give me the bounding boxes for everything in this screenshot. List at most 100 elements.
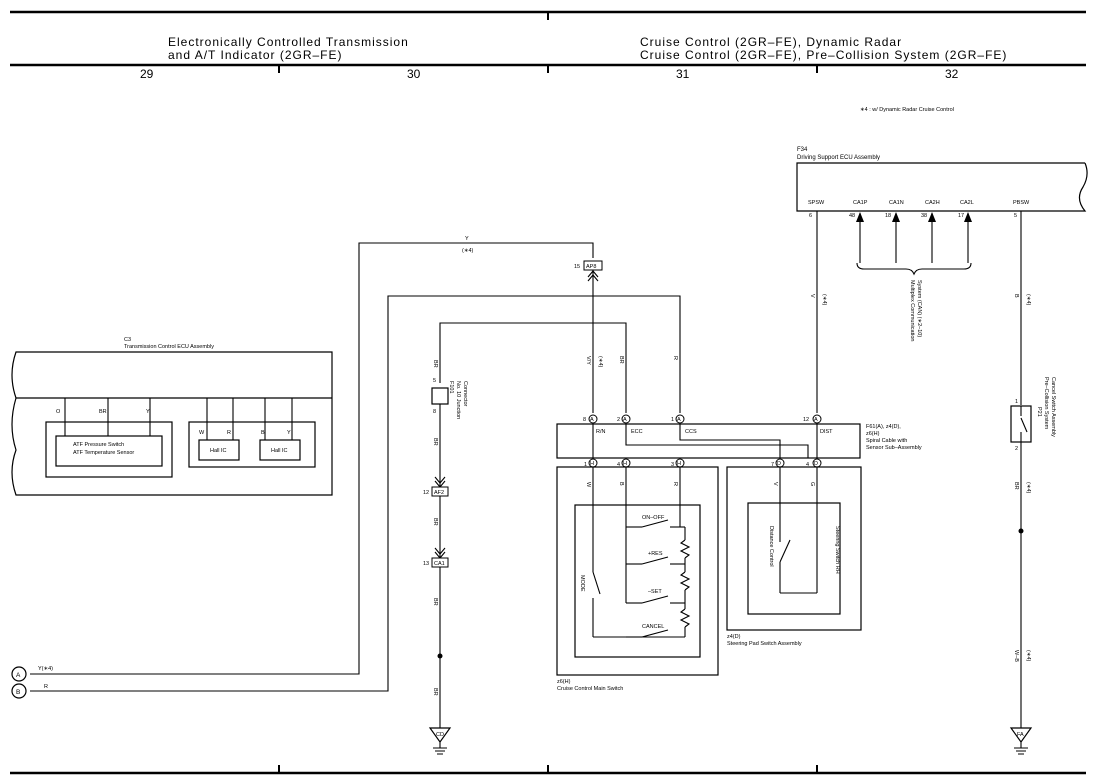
wire-label: (∗4)	[821, 294, 827, 305]
wire-label: R	[44, 684, 48, 690]
circ-h: H	[623, 461, 627, 467]
f61-line1: Spiral Cable with	[866, 438, 907, 444]
header-left-line1: Electronically Controlled Transmission	[168, 35, 409, 49]
ap8-code: AP8	[586, 264, 596, 270]
f34-pin: 17	[958, 213, 964, 219]
f61-top-pin: 1	[671, 417, 674, 423]
f34-pin: 18	[885, 213, 891, 219]
wire-label: BR	[432, 598, 438, 606]
f61-bottom-pin: 4	[617, 462, 620, 468]
header-right-line1: Cruise Control (2GR–FE), Dynamic Radar	[640, 35, 902, 49]
f61-term: ECC	[631, 429, 643, 435]
switch-label: +RES	[648, 551, 663, 557]
f101-pin-bottom: 8	[433, 409, 436, 415]
column-number: 32	[945, 67, 959, 81]
wire-label: Y(∗4)	[38, 666, 53, 672]
f61-term: CCS	[685, 429, 697, 435]
f61-top-pin: 8	[583, 417, 586, 423]
wire-label: B	[618, 482, 624, 486]
f34-pin: 48	[849, 213, 855, 219]
c3-pin: Y	[146, 409, 150, 415]
wire-label: V/Y	[585, 356, 591, 365]
wire-label: (∗4)	[462, 248, 473, 254]
wire-label: (∗4)	[597, 356, 603, 367]
column-number: 30	[407, 67, 421, 81]
c3-code: C3	[124, 337, 131, 343]
ap8-pin: 15	[574, 264, 580, 270]
mode-label: MODE	[579, 575, 585, 592]
f34-term: CA2L	[960, 200, 974, 206]
p21-code: P21	[1036, 407, 1042, 417]
column-number: 31	[676, 67, 690, 81]
f101-line2: Connector	[462, 381, 468, 407]
wire-label: W–B	[1013, 650, 1019, 662]
wire-label: BR	[1013, 482, 1019, 490]
z4-code: z4(D)	[727, 634, 741, 640]
wire-label: (∗4)	[1025, 650, 1031, 661]
f34-name: Driving Support ECU Assembly	[797, 155, 880, 161]
note-text: ∗4 : w/ Dynamic Radar Cruise Control	[860, 107, 954, 113]
multiplex-line2: System (CAN) (∗2–10)	[916, 280, 922, 337]
c3-pin: W	[199, 430, 205, 436]
ref-a-label: A	[16, 672, 21, 679]
wire-br-ecc	[439, 322, 627, 413]
circ-a: A	[590, 417, 594, 423]
f34-term: CA1N	[889, 200, 904, 206]
ap8-connector: 15 AP8 V/Y (∗4) BR R	[574, 260, 678, 413]
wire-r-b: R	[30, 295, 681, 692]
switch-label: –SET	[648, 589, 662, 595]
f101-pin-top: 5	[433, 378, 436, 384]
footer	[10, 765, 1086, 775]
f34-term: CA2H	[925, 200, 940, 206]
c3-pin: B	[261, 430, 265, 436]
c3-pin: R	[227, 430, 231, 436]
wire-label: R	[672, 356, 678, 360]
ground-cd: CD	[436, 732, 444, 738]
f34-code: F34	[797, 147, 808, 153]
wire-label: BR	[432, 688, 438, 696]
f101-junction: BR 5 8 F101 No. 10 Junction Connector BR…	[423, 360, 468, 755]
ca1-pin: 13	[423, 561, 429, 567]
distance-control-label: Distance Control	[768, 526, 774, 567]
c3-name: Transmission Control ECU Assembly	[124, 344, 214, 350]
z4-steering-pad: V G Distance Control Steering Switch RH …	[726, 466, 862, 647]
ref-b	[11, 683, 27, 699]
f61-bottom-pin: 1	[584, 462, 587, 468]
f61-spiral-cable: 8 2 1 12 R/N ECC CCS DIST F61(A), z4(D),…	[556, 414, 922, 468]
header-right-line2: Cruise Control (2GR–FE), Pre–Collision S…	[640, 48, 1007, 62]
f61-top-pin: 12	[803, 417, 809, 423]
ref-a	[11, 666, 27, 682]
af2-pin: 12	[423, 490, 429, 496]
c3-pin: BR	[99, 409, 107, 415]
f34-pin: 6	[809, 213, 812, 219]
multiplex-line1: Multiplex Communication	[909, 280, 915, 341]
circ-h: H	[590, 461, 594, 467]
wire-label: Y	[465, 236, 469, 242]
f101-line1: No. 10 Junction	[455, 381, 461, 419]
wire-label: BR	[432, 518, 438, 526]
af2-code: AF2	[434, 490, 444, 496]
wire-label: BR	[618, 356, 624, 364]
circ-d: D	[777, 461, 781, 467]
column-number: 29	[140, 67, 154, 81]
header: Electronically Controlled Transmission a…	[10, 10, 1086, 81]
wire-label: R	[672, 482, 678, 486]
f61-top-pin: 2	[617, 417, 620, 423]
c3-pin: Y	[287, 430, 291, 436]
z6-name: Cruise Control Main Switch	[557, 686, 623, 692]
circ-a: A	[623, 417, 627, 423]
circ-h: H	[677, 461, 681, 467]
p21-pin-bottom: 2	[1015, 446, 1018, 452]
f34-term: CA1P	[853, 200, 868, 206]
f61-line2: Sensor Sub–Assembly	[866, 445, 922, 451]
header-left-line2: and A/T Indicator (2GR–FE)	[168, 48, 343, 62]
wire-label: BR	[432, 438, 438, 446]
f34-pin: 38	[921, 213, 927, 219]
wire-label: V	[772, 482, 778, 486]
f61-term: R/N	[596, 429, 606, 435]
p21-line1: Pre–Collision System	[1043, 377, 1049, 430]
switch-label: CANCEL	[642, 624, 664, 630]
atf-line2: ATF Temperature Sensor	[73, 450, 134, 456]
wire-label: (∗4)	[1025, 482, 1031, 493]
